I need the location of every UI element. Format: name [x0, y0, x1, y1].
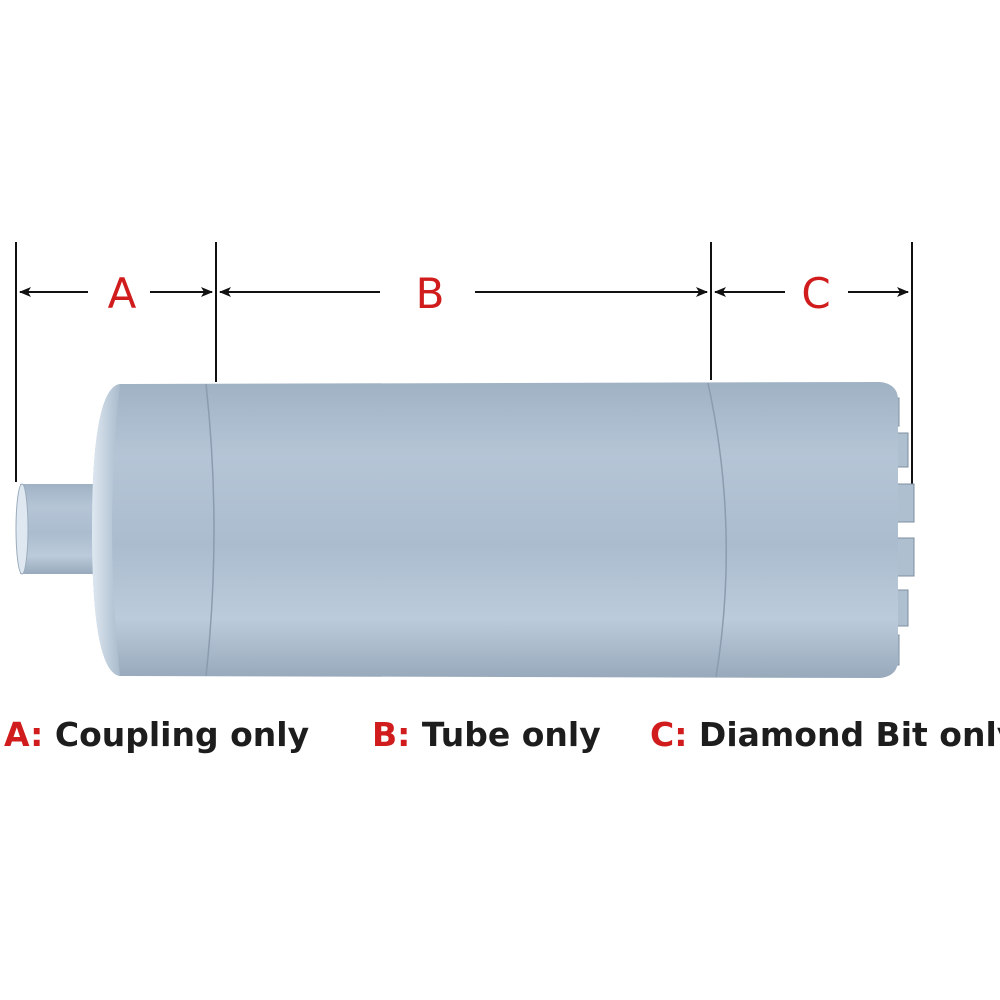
dimension-label-c: C [801, 269, 830, 318]
caption-key: A: [4, 715, 44, 754]
caption-text: Diamond Bit only [698, 715, 1000, 754]
tube-body [92, 382, 898, 678]
caption-coupling: A: Coupling only [4, 715, 309, 754]
caption-key: C: [650, 715, 688, 754]
caption-text: Tube only [421, 715, 601, 754]
dimension-label-b: B [416, 269, 445, 318]
core-drill-bit-image [15, 382, 915, 678]
dimension-label-a: A [108, 269, 137, 318]
bit-seam [707, 382, 728, 678]
caption-tube: B: Tube only [372, 715, 601, 754]
coupling-seam [205, 383, 215, 677]
extension-lines [15, 242, 913, 500]
caption-key: B: [372, 715, 411, 754]
caption-diamond-bit: C: Diamond Bit only [650, 715, 1000, 754]
caption-text: Coupling only [54, 715, 310, 754]
